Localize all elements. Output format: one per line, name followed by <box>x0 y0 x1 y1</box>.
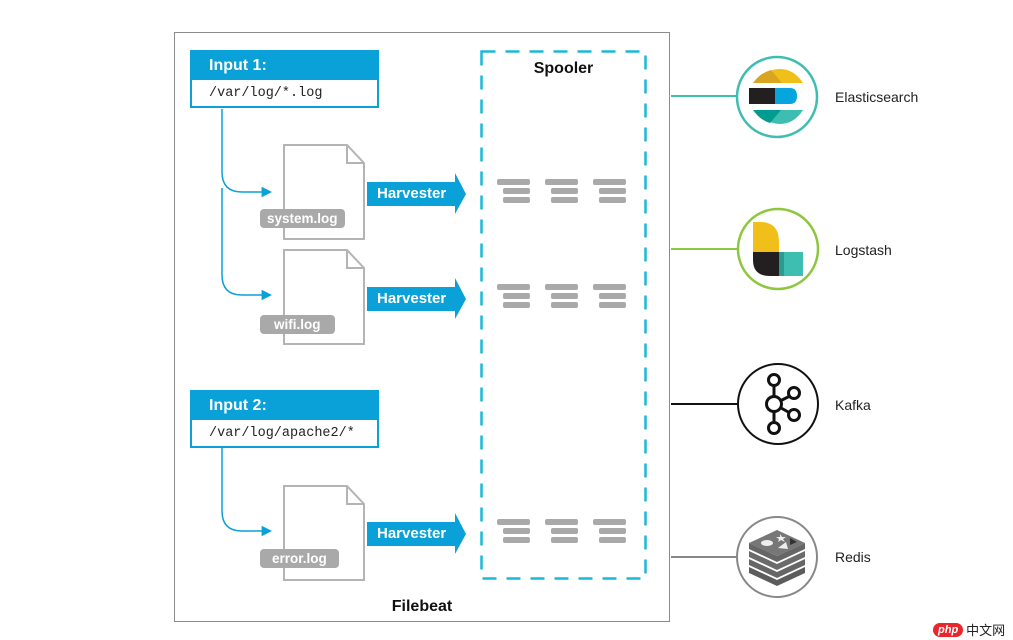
file-tag-error-log: error.log <box>260 549 339 568</box>
spooler-event-bar <box>497 284 530 290</box>
output-label-kafka: Kafka <box>835 397 871 413</box>
elasticsearch-logo-icon <box>735 55 819 139</box>
spooler-event-bar <box>551 293 578 299</box>
watermark-text: 中文网 <box>966 624 1006 639</box>
spooler-event-bar <box>503 197 530 203</box>
spooler-label: Spooler <box>533 60 594 77</box>
spooler-event-bar <box>545 284 578 290</box>
spooler-event-bar <box>551 197 578 203</box>
spooler-box <box>480 50 647 580</box>
spooler-event-bar <box>551 528 578 534</box>
connector-input1-system <box>221 109 273 198</box>
spooler-event-stacks <box>497 179 626 543</box>
input-2-path: /var/log/apache2/* <box>209 426 355 441</box>
spooler-event-bar <box>551 302 578 308</box>
spooler-event-bar <box>503 537 530 543</box>
harvester-label: Harvester <box>377 525 447 542</box>
spooler-event-bar <box>503 528 530 534</box>
kafka-logo-icon <box>737 363 819 445</box>
spooler-event-bar <box>497 519 530 525</box>
filebeat-label: Filebeat <box>391 598 453 615</box>
output-label-elasticsearch: Elasticsearch <box>835 89 919 105</box>
harvester-label: Harvester <box>377 290 447 307</box>
harvester-arrow <box>367 173 466 214</box>
spooler-event-bar <box>599 528 626 534</box>
harvester-label: Harvester <box>377 185 447 202</box>
spooler-event-bar <box>545 519 578 525</box>
filebeat-container <box>174 32 670 622</box>
spooler-event-bar <box>551 537 578 543</box>
watermark: php 中文网 <box>933 620 1005 639</box>
connector-input1-wifi <box>221 188 273 301</box>
input-1-box: Input 1: /var/log/*.log <box>190 50 379 108</box>
output-label-redis: Redis <box>835 549 871 565</box>
output-label-logstash: Logstash <box>835 242 892 258</box>
spooler-event-bar <box>593 284 626 290</box>
spooler-event-bar <box>599 293 626 299</box>
connector-input2-error <box>221 448 273 537</box>
logstash-logo-icon <box>736 207 820 291</box>
spooler-event-bar <box>599 197 626 203</box>
input-2-box: Input 2: /var/log/apache2/* <box>190 390 379 448</box>
spooler-event-bar <box>593 519 626 525</box>
spooler-event-bar <box>503 293 530 299</box>
file-tag-wifi-log: wifi.log <box>260 315 335 334</box>
spooler-event-bar <box>503 302 530 308</box>
file-tag-system-log: system.log <box>260 209 345 228</box>
spooler-event-bar <box>593 179 626 185</box>
spooler-event-bar <box>503 188 530 194</box>
harvester-arrow <box>367 513 466 554</box>
spooler-event-bar <box>545 179 578 185</box>
watermark-badge: php <box>933 622 964 637</box>
input-1-label: Input 1: <box>192 52 377 80</box>
harvester-arrow <box>367 278 466 319</box>
spooler-event-bar <box>599 537 626 543</box>
spooler-event-bar <box>551 188 578 194</box>
spooler-event-bar <box>497 179 530 185</box>
input-1-path: /var/log/*.log <box>209 86 323 101</box>
spooler-event-bar <box>599 302 626 308</box>
redis-logo-icon <box>736 516 818 598</box>
spooler-event-bar <box>599 188 626 194</box>
input-2-label: Input 2: <box>192 392 377 420</box>
